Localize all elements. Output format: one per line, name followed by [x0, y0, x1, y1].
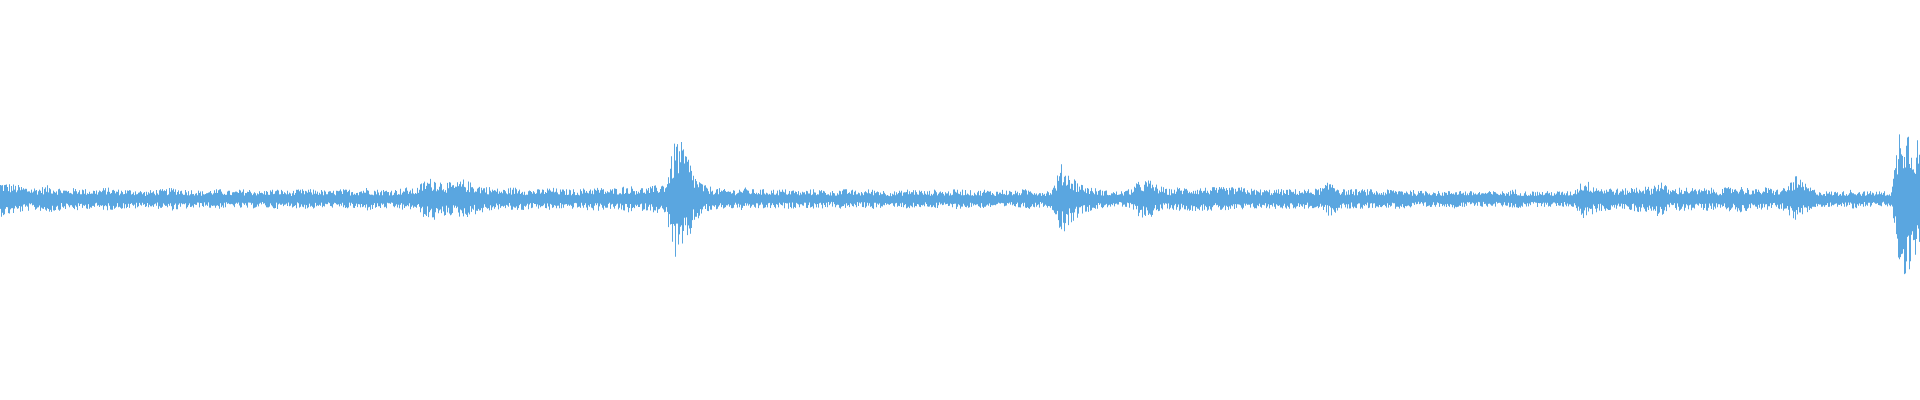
waveform-samples: [0, 134, 1920, 275]
